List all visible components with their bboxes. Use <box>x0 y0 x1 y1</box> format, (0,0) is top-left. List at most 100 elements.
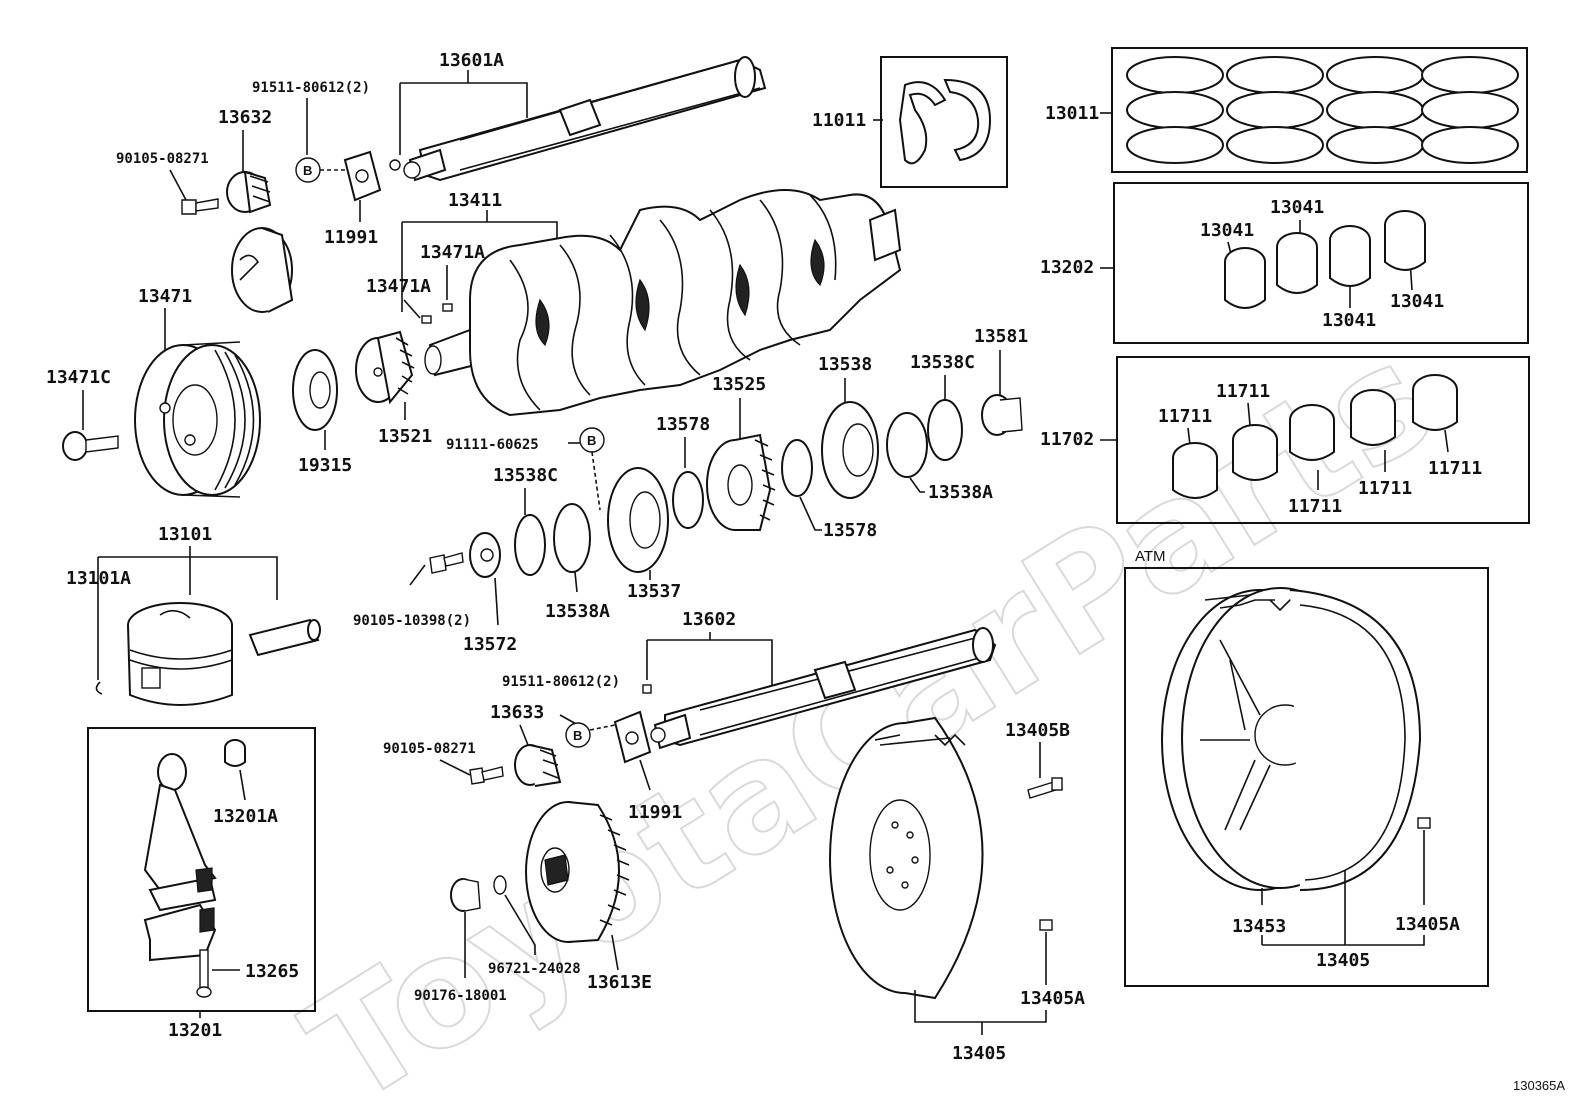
plate-13572 <box>469 532 501 578</box>
label-13538C-top: 13538C <box>910 352 975 373</box>
label-11991-low: 11991 <box>628 802 682 823</box>
washer-13538A-low <box>553 503 591 573</box>
piston-13101 <box>127 602 233 706</box>
label-13201: 13201 <box>168 1020 222 1041</box>
label-13201A: 13201A <box>213 806 278 827</box>
plate-13538 <box>821 401 879 499</box>
label-11711-b: 11711 <box>1216 381 1270 402</box>
pulley-13613E <box>525 801 630 943</box>
label-13041-b: 13041 <box>1270 197 1324 218</box>
label-96721-24028: 96721-24028 <box>488 961 581 977</box>
box-13202 <box>1113 182 1529 344</box>
thrust-washers-11011 <box>898 78 992 165</box>
box-13011 <box>1111 47 1528 173</box>
bolt-90105-08271-top <box>181 198 219 215</box>
gasket-96721 <box>493 875 507 895</box>
label-11711-d: 11711 <box>1358 478 1412 499</box>
label-13453: 13453 <box>1232 916 1286 937</box>
label-11702: 11702 <box>1040 429 1094 450</box>
label-90105-10398: 90105-10398(2) <box>353 613 471 629</box>
label-91511-80612-low: 91511-80612(2) <box>502 674 620 690</box>
crank-gear-13521 <box>355 330 415 405</box>
label-13405A-atm: 13405A <box>1395 914 1460 935</box>
plate-13537 <box>607 467 669 573</box>
label-13581: 13581 <box>974 326 1028 347</box>
label-13632: 13632 <box>218 107 272 128</box>
label-13538A-low: 13538A <box>545 601 610 622</box>
balance-shaft-upper <box>389 56 767 182</box>
b-marker-top: B <box>295 157 321 183</box>
label-13525: 13525 <box>712 374 766 395</box>
crankshaft-13411 <box>424 189 902 417</box>
label-13101A: 13101A <box>66 568 131 589</box>
label-13405-mid: 13405 <box>952 1043 1006 1064</box>
label-90105-08271-low: 90105-08271 <box>383 741 476 757</box>
diagram-reference: 130365A <box>1513 1078 1565 1093</box>
box-conn-rod <box>87 727 316 1012</box>
flywheel-13405 <box>829 716 984 1000</box>
b-marker-mid: B <box>579 427 605 453</box>
label-13633: 13633 <box>490 702 544 723</box>
gear-13525 <box>706 433 776 531</box>
b-marker-low: B <box>565 722 591 748</box>
label-13405A-mid: 13405A <box>1020 988 1085 1009</box>
label-11711-e: 11711 <box>1428 458 1482 479</box>
label-13471: 13471 <box>138 286 192 307</box>
label-13613E: 13613E <box>587 972 652 993</box>
ring-13538C-top <box>927 399 963 461</box>
label-13471A-2: 13471A <box>366 276 431 297</box>
piston-pin <box>248 618 321 657</box>
label-13041-d: 13041 <box>1390 291 1444 312</box>
label-13202: 13202 <box>1040 257 1094 278</box>
label-13601A: 13601A <box>439 50 504 71</box>
label-11711-a: 11711 <box>1158 406 1212 427</box>
box-11011 <box>880 56 1008 188</box>
label-13602: 13602 <box>682 609 736 630</box>
connecting-rod <box>143 753 217 962</box>
label-13471C: 13471C <box>46 367 111 388</box>
label-11711-c: 11711 <box>1288 496 1342 517</box>
label-13405-atm: 13405 <box>1316 950 1370 971</box>
label-13011: 13011 <box>1045 103 1099 124</box>
label-13265: 13265 <box>245 961 299 982</box>
piston-rings-13011 <box>1126 56 1519 164</box>
label-13101: 13101 <box>158 524 212 545</box>
label-13538C-low: 13538C <box>493 465 558 486</box>
bolt-13471C <box>62 431 119 461</box>
label-13041-a: 13041 <box>1200 220 1254 241</box>
svg-text:B: B <box>587 433 596 448</box>
sprocket-19315 <box>292 349 338 431</box>
crank-pulley-13471 <box>134 341 261 498</box>
gear-13633 <box>514 744 562 787</box>
label-13572: 13572 <box>463 634 517 655</box>
gear-13632-large <box>231 227 294 313</box>
label-91511-80612-top: 91511-80612(2) <box>252 80 370 96</box>
seal-13581 <box>981 394 1023 436</box>
box-atm <box>1124 567 1489 987</box>
atm-label: ATM <box>1135 548 1166 565</box>
label-13405B: 13405B <box>1005 720 1070 741</box>
label-19315: 19315 <box>298 455 352 476</box>
rod-bolt-13265 <box>196 949 212 998</box>
label-11991-top: 11991 <box>324 227 378 248</box>
label-13041-c: 13041 <box>1322 310 1376 331</box>
bolt-13405B <box>1027 777 1063 799</box>
bushing-13201A <box>224 739 246 767</box>
thrust-plate-11991-low <box>613 710 652 764</box>
pin-13405A-atm <box>1417 817 1431 829</box>
svg-text:B: B <box>303 163 312 178</box>
atm-plate-outer <box>1289 589 1422 891</box>
snap-ring-13578-top <box>672 471 704 529</box>
label-13411: 13411 <box>448 190 502 211</box>
plug-90176 <box>450 878 481 912</box>
label-13521: 13521 <box>378 426 432 447</box>
ring-13538C-low <box>514 514 546 576</box>
label-13538A-right: 13538A <box>928 482 993 503</box>
main-bearings-11711 <box>1172 374 1458 499</box>
bolt-90105-10398 <box>429 552 464 574</box>
label-90176-18001: 90176-18001 <box>414 988 507 1004</box>
label-90105-08271-top: 90105-08271 <box>116 151 209 167</box>
label-13578-top: 13578 <box>656 414 710 435</box>
label-13471A-1: 13471A <box>420 242 485 263</box>
